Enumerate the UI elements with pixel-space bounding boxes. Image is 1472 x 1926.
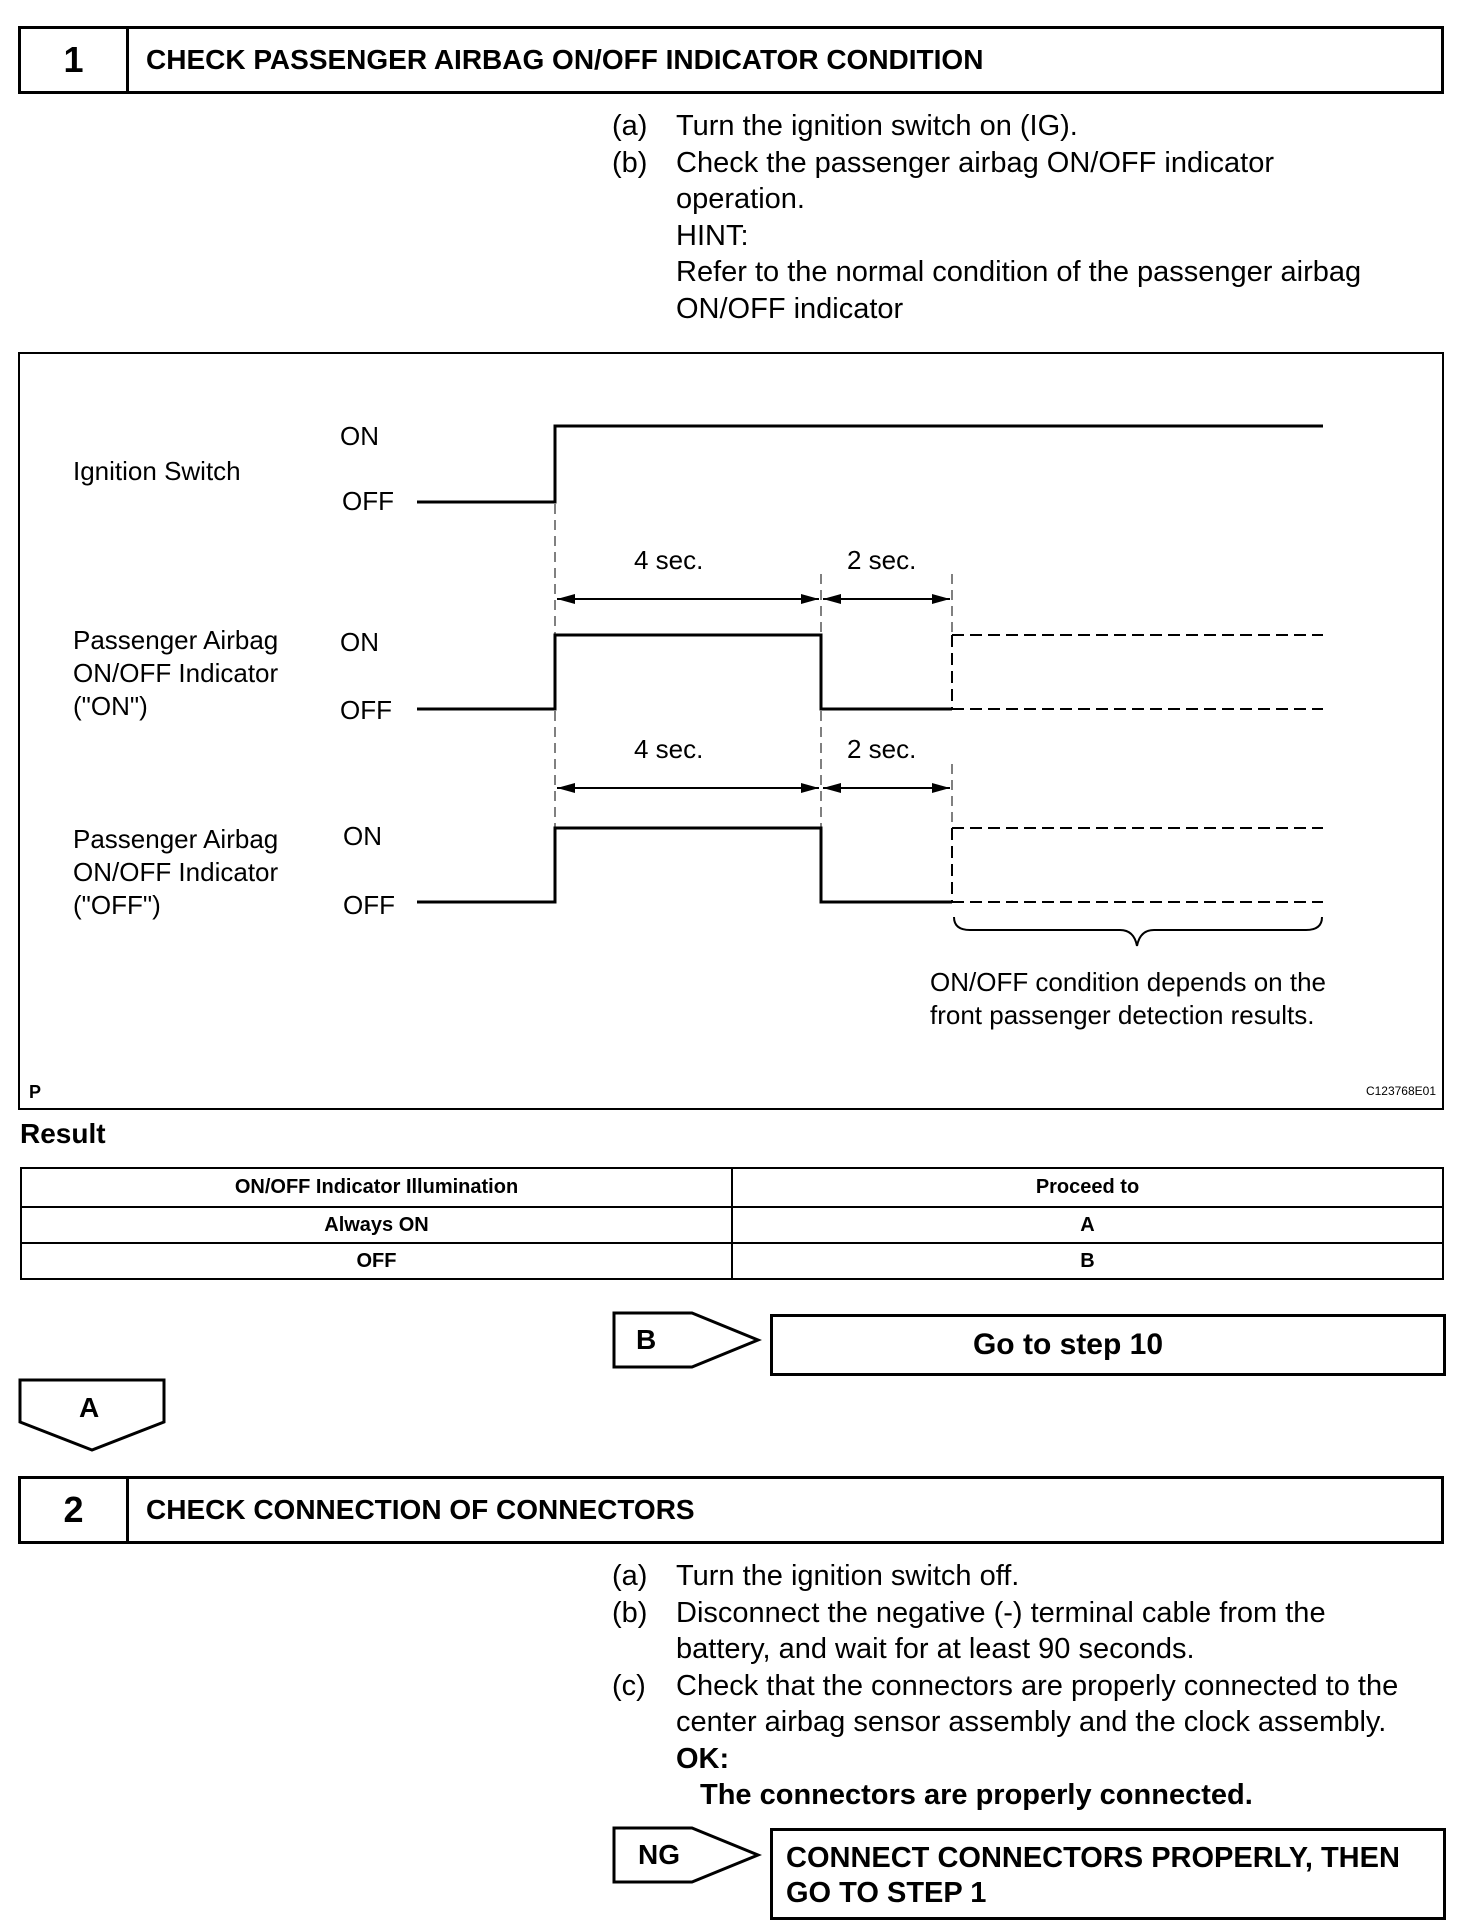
table-row: OFF B [20,1242,1444,1280]
label-line: ON/OFF Indicator [73,658,279,688]
table-cell: Always ON [20,1206,733,1244]
label-line: ("OFF") [73,890,161,920]
action-line: GO TO STEP 1 [786,1877,987,1909]
step-2-instructions: (a) Turn the ignition switch off. (b) Di… [612,1558,1472,1814]
instruction-line: Refer to the normal condition of the pas… [676,256,1362,288]
detection-note: ON/OFF condition depends on the front pa… [930,966,1326,1032]
step-number: 2 [21,1479,129,1541]
arrowhead [557,594,575,604]
interval-1-label: 4 sec. [634,545,704,575]
arrowhead [932,594,950,604]
action-line: CONNECT CONNECTORS PROPERLY, THEN [786,1842,1400,1874]
label-line: Passenger Airbag [73,625,279,655]
label-line: Passenger Airbag [73,824,279,854]
arrowhead [557,783,575,793]
indicator-off-waveform [417,826,952,904]
timing-diagram: Ignition Switch ON OFF Passenger Airbag … [18,352,1444,1110]
off-level-label: OFF [340,695,392,725]
instruction-line: Check the passenger airbag ON/OFF indica… [676,146,1274,179]
note-line: ON/OFF condition depends on the [930,967,1327,997]
instruction-item: (a) Turn the ignition switch on (IG). [612,108,1472,145]
column-header: ON/OFF Indicator Illumination [20,1167,733,1208]
off-level-label: OFF [343,890,395,920]
column-header: Proceed to [731,1167,1444,1208]
ignition-switch-waveform [417,424,1323,504]
instruction-line: Check that the connectors are properly c… [676,1669,1399,1702]
undetermined-period-brace [953,916,1323,947]
interval-2-label: 2 sec. [847,545,917,575]
table-header-row: ON/OFF Indicator Illumination Proceed to [20,1167,1444,1208]
figure-id: C123768E01 [1365,1084,1436,1098]
branch-a-label: A [79,1392,100,1423]
step-title: CHECK PASSENGER AIRBAG ON/OFF INDICATOR … [146,44,984,75]
branch-b-label: B [636,1324,657,1355]
go-to-step-10-box: Go to step 10 [770,1314,1446,1376]
note-line: front passenger detection results. [930,1000,1315,1030]
instruction-label: (b) [612,1596,648,1629]
branch-a-arrow [18,1378,166,1452]
instruction-line: Turn the ignition switch on (IG). [676,110,1078,142]
instruction-item: (b) Check the passenger airbag ON/OFF in… [612,145,1472,328]
table-cell: A [731,1206,1444,1244]
label-line: ("ON") [73,691,148,721]
instruction-line: battery, and wait for at least 90 second… [676,1633,1195,1665]
arrowhead [823,594,841,604]
ignition-switch-label: Ignition Switch [73,456,241,486]
step-2-header: 2 CHECK CONNECTION OF CONNECTORS [18,1476,1444,1544]
branch-b-arrow [612,1311,762,1369]
timing-waveforms [417,424,1323,947]
instruction-line: center airbag sensor assembly and the cl… [676,1706,1387,1738]
table-cell: OFF [20,1242,733,1280]
instruction-item: (c) Check that the connectors are proper… [612,1668,1472,1814]
instruction-label: (b) [612,146,648,179]
ok-criteria: The connectors are properly connected. [700,1779,1253,1811]
instruction-line: Disconnect the negative (-) terminal cab… [676,1596,1326,1629]
arrowhead [932,783,950,793]
interval-2-label: 2 sec. [847,734,917,764]
corner-mark: P [29,1082,42,1102]
instruction-item: (b) Disconnect the negative (-) terminal… [612,1595,1472,1668]
result-heading: Result [20,1118,106,1149]
on-level-label: ON [343,821,382,851]
instruction-line: ON/OFF indicator [676,292,904,325]
indicator-on-label: Passenger Airbag ON/OFF Indicator ("ON") [73,624,278,723]
arrowhead [801,783,819,793]
instruction-line: operation. [676,183,805,215]
instruction-item: (a) Turn the ignition switch off. [612,1558,1472,1595]
indicator-on-waveform [417,633,952,711]
arrowhead [823,783,841,793]
branch-ng-label: NG [638,1839,680,1870]
instruction-line: Turn the ignition switch off. [676,1560,1020,1592]
ok-label: OK: [676,1742,730,1775]
step-title: CHECK CONNECTION OF CONNECTORS [146,1494,695,1525]
interval-1-label: 4 sec. [634,734,704,764]
instruction-label: (a) [612,1560,648,1592]
table-row: Always ON A [20,1206,1444,1244]
go-to-step-label: Go to step 10 [972,1328,1164,1361]
on-level-label: ON [340,627,379,657]
on-level-label: ON [340,421,379,451]
arrowhead [801,594,819,604]
step-number: 1 [21,29,129,91]
table-cell: B [731,1242,1444,1280]
step-1-header: 1 CHECK PASSENGER AIRBAG ON/OFF INDICATO… [18,26,1444,94]
hint-label: HINT: [676,219,749,252]
result-table: ON/OFF Indicator Illumination Proceed to… [20,1167,1444,1280]
off-level-label: OFF [342,486,394,516]
instruction-label: (a) [612,110,648,142]
indicator-off-label: Passenger Airbag ON/OFF Indicator ("OFF"… [73,823,278,922]
label-line: ON/OFF Indicator [73,857,279,887]
ng-action-text: CONNECT CONNECTORS PROPERLY, THEN GO TO … [786,1841,1400,1911]
ng-action-box: CONNECT CONNECTORS PROPERLY, THEN GO TO … [770,1828,1446,1920]
instruction-label: (c) [612,1669,646,1702]
step-1-instructions: (a) Turn the ignition switch on (IG). (b… [612,108,1472,327]
branch-ng-arrow [612,1826,762,1884]
